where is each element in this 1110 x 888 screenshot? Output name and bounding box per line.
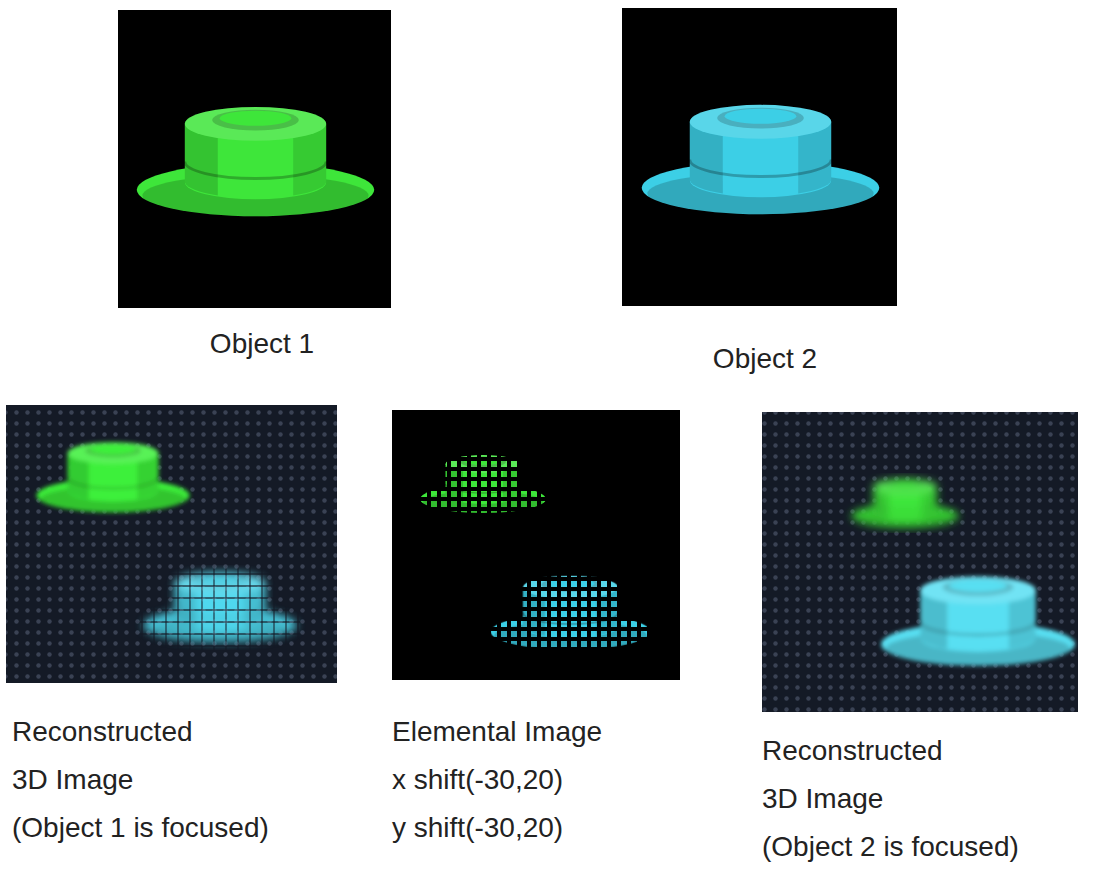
object-caption: Object 1 — [162, 328, 362, 360]
image-caption: (Object 1 is focused) — [12, 812, 269, 844]
shift-value: x shift(-30,20) — [392, 764, 563, 796]
image-caption: 3D Image — [12, 764, 133, 796]
image-caption: (Object 2 is focused) — [762, 831, 1019, 863]
image-caption: 3D Image — [762, 783, 883, 815]
shift-value: y shift(-30,20) — [392, 812, 563, 844]
image-caption: Reconstructed — [762, 735, 943, 767]
image-caption: Reconstructed — [12, 716, 193, 748]
object-caption: Object 2 — [665, 343, 865, 375]
image-caption: Elemental Image — [392, 716, 602, 748]
